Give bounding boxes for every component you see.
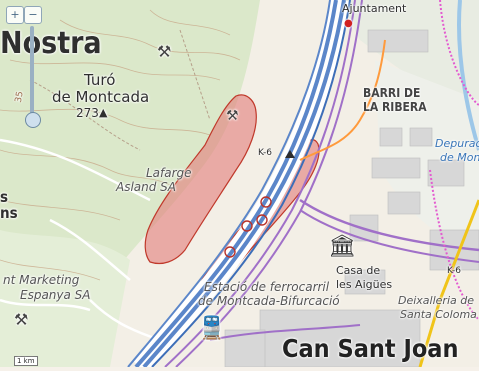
- poi-label-deixalleria: Santa Coloma: [400, 308, 477, 321]
- road-label: K-6: [258, 148, 272, 158]
- poi-label-deixalleria: Deixalleria de: [398, 294, 474, 307]
- urban-area: [375, 60, 479, 250]
- minor-roads: [0, 138, 161, 342]
- district-label: BARRI DE: [363, 86, 421, 100]
- road-marker-icon: [285, 150, 295, 158]
- place-label-can-sant-joan: Can Sant Joan: [282, 334, 459, 363]
- quarry-label: Asland SA: [116, 180, 177, 194]
- partial-label: ns: [0, 204, 18, 222]
- scale-bar: 1 km: [14, 356, 38, 366]
- zoom-control[interactable]: + −: [6, 6, 46, 146]
- place-label-nostra: Nostra: [0, 26, 102, 61]
- urban-blocks: [224, 29, 479, 368]
- peak-label: de Montcada: [52, 88, 150, 106]
- district-label: LA RIBERA: [363, 100, 427, 114]
- quarry-label: Lafarge: [146, 166, 192, 180]
- quarry-icon: ⚒: [157, 42, 172, 61]
- road-label: K-6: [447, 266, 461, 276]
- poi-label-depuradora: Depurad: [435, 137, 479, 150]
- rail-circles: [224, 196, 272, 258]
- boundary-line: [439, 0, 479, 106]
- poi-label-casa: Casa de: [336, 264, 381, 277]
- trails: [29, 29, 211, 151]
- river: [457, 0, 479, 151]
- company-label: nt Marketing: [3, 273, 80, 287]
- urban-area: [340, 0, 479, 110]
- company-label: Espanya SA: [20, 288, 91, 302]
- zoom-out-icon[interactable]: −: [24, 6, 42, 24]
- poi-label-ajuntament: Ajuntament: [342, 2, 407, 15]
- station-label: de Montcada-Bifurcació: [198, 294, 340, 308]
- highlight-area-quarry[interactable]: [144, 94, 257, 265]
- peak-label: Turó: [84, 71, 116, 89]
- boundary-line: [429, 169, 479, 321]
- quarry-icon: ⚒: [226, 108, 239, 124]
- poi-label-depuradora: de Mont: [440, 151, 479, 164]
- train-icon: 🚆: [198, 316, 226, 341]
- building-icon: 🏛: [328, 234, 356, 259]
- zoom-slider-track[interactable]: [30, 26, 34, 126]
- pin-icon: ●: [344, 18, 353, 29]
- poi-label-casa: les Aigües: [336, 278, 393, 291]
- quarry-icon: ⚒: [14, 310, 29, 329]
- zoom-in-icon[interactable]: +: [6, 6, 24, 24]
- main-road: [299, 39, 386, 161]
- zoom-slider-handle[interactable]: [25, 112, 41, 128]
- forest-area: [0, 230, 130, 367]
- yellow-road: [418, 199, 479, 368]
- peak-elevation: 273: [76, 106, 99, 120]
- partial-label: s: [0, 188, 9, 206]
- peak-icon: ▲: [99, 106, 108, 119]
- station-label: Estació de ferrocarril: [204, 280, 330, 294]
